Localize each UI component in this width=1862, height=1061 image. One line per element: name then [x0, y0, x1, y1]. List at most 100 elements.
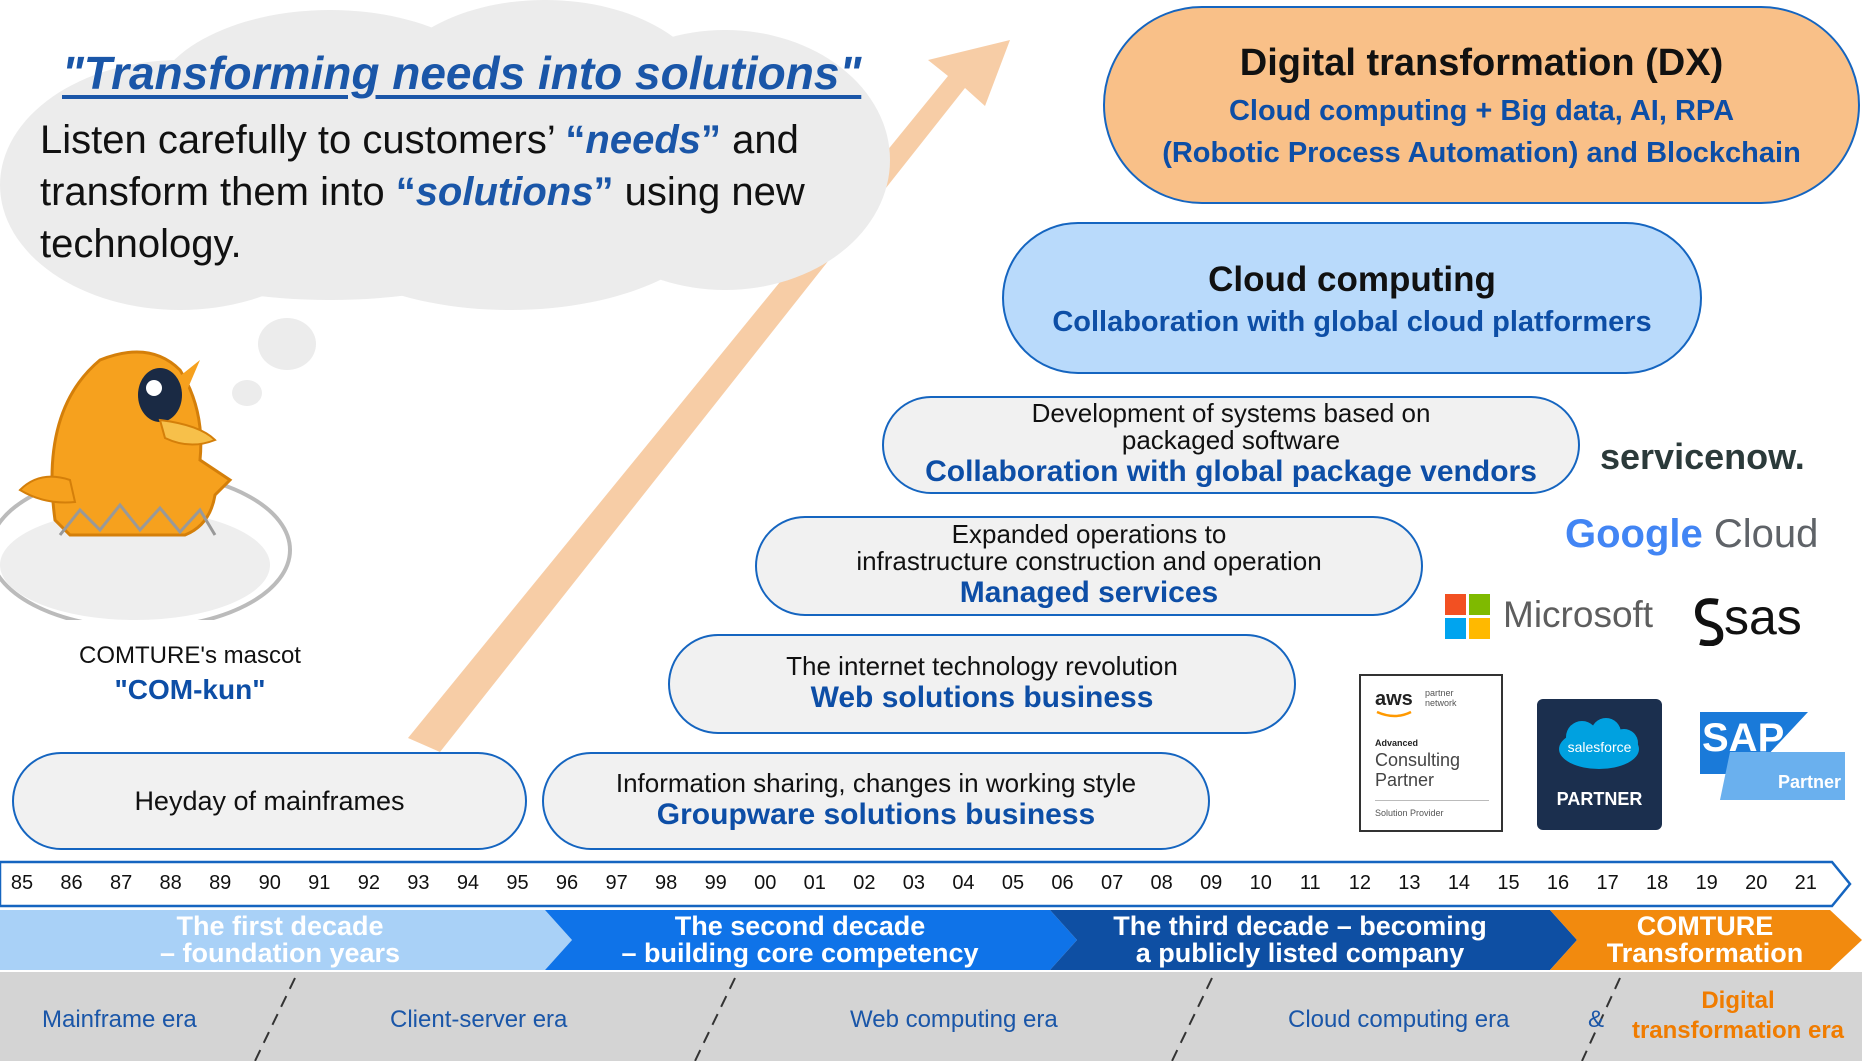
era-digital-line2: transformation era — [1631, 1017, 1845, 1044]
aws-footer: Solution Provider — [1375, 808, 1444, 818]
year-label: 92 — [357, 872, 380, 894]
stage-package: Development of systems based on packaged… — [882, 396, 1580, 494]
decade-third: The third decade – becoming a publicly l… — [1060, 910, 1540, 970]
salesforce-cloud-icon — [1559, 718, 1639, 769]
year-label: 17 — [1596, 872, 1619, 894]
year-label: 07 — [1100, 872, 1124, 894]
decade-comture-line1: COMTURE — [1636, 911, 1774, 941]
stage-mainframes: Heyday of mainframes — [12, 752, 527, 850]
year-label: 11 — [1299, 872, 1321, 894]
year-label: 01 — [803, 872, 826, 894]
microsoft-squares-icon — [1445, 594, 1490, 639]
stage-cloud: Cloud computing Collaboration with globa… — [1002, 222, 1702, 374]
era-digital: Digital transformation era — [1614, 986, 1862, 1046]
era-web: Web computing era — [850, 1006, 1058, 1033]
decade-second: The second decade – building core compet… — [580, 910, 1020, 970]
timeline-arrow — [0, 860, 1852, 908]
mascot-caption-label: COMTURE's mascot — [79, 642, 301, 669]
stage-cloud-title: Cloud computing — [1208, 260, 1496, 299]
year-label: 16 — [1546, 872, 1570, 894]
year-label: 21 — [1794, 872, 1817, 894]
decade-third-line2: a publicly listed company — [1135, 938, 1465, 968]
google-cloud-logo: Google Cloud — [1565, 512, 1818, 557]
stage-web: The internet technology revolution Web s… — [668, 634, 1296, 734]
mascot-illustration — [0, 350, 292, 620]
sap-partner-badge: SAP Partner — [1700, 712, 1845, 802]
decade-first-line1: The first decade — [176, 911, 384, 941]
mascot-name: "COM-kun" — [114, 674, 266, 705]
year-label: 96 — [555, 872, 579, 894]
salesforce-partner-badge: salesforce PARTNER — [1537, 699, 1662, 830]
year-label: 98 — [655, 872, 678, 894]
aws-network-label: network — [1425, 698, 1457, 708]
cloud-message: Listen carefully to customers’ “needs” a… — [40, 118, 805, 266]
stage-package-desc-1: Development of systems based on — [1031, 398, 1431, 428]
decade-second-line2: – building core competency — [621, 938, 979, 968]
sap-badge-shape — [1700, 712, 1845, 800]
stage-mainframes-label: Heyday of mainframes — [134, 785, 405, 816]
era-client-server: Client-server era — [390, 1006, 568, 1033]
decade-comture: COMTURE Transformation — [1570, 910, 1840, 970]
servicenow-logo: servicenow. — [1600, 436, 1805, 477]
stage-groupware-desc: Information sharing, changes in working … — [615, 767, 1137, 798]
aws-divider — [1375, 800, 1489, 801]
microsoft-logo: Microsoft — [1445, 594, 1665, 642]
year-label: 02 — [853, 872, 876, 894]
year-label: 87 — [109, 872, 133, 894]
aws-logo: aws — [1375, 688, 1413, 710]
year-label: 13 — [1398, 872, 1421, 894]
aws-partner-badge: aws partner network Advanced Consulting … — [1359, 674, 1503, 832]
dx-line-1: Cloud computing + Big data, AI, RPA — [1228, 95, 1735, 127]
era-mainframe: Mainframe era — [42, 1006, 197, 1033]
year-label: 05 — [1001, 872, 1025, 894]
year-label: 97 — [605, 872, 628, 894]
year-label: 12 — [1348, 872, 1371, 894]
stage-managed-business: Managed services — [959, 576, 1219, 609]
stage-managed-desc-2: infrastructure construction and operatio… — [856, 546, 1322, 576]
stage-web-business: Web solutions business — [810, 680, 1154, 714]
aws-partner: Partner — [1375, 770, 1435, 790]
era-row — [0, 972, 1862, 1061]
era-digital-line1: Digital — [1701, 987, 1775, 1014]
aws-level: Advanced — [1375, 738, 1419, 748]
stage-cloud-business: Collaboration with global cloud platform… — [1052, 306, 1652, 338]
dx-line-2: (Robotic Process Automation) and Blockch… — [1162, 137, 1801, 169]
sas-logo-text: sas — [1724, 589, 1802, 645]
sap-logo-text: SAP — [1702, 716, 1785, 760]
salesforce-partner-text: PARTNER — [1556, 789, 1643, 809]
decade-comture-line2: Transformation — [1606, 938, 1804, 968]
year-label: 99 — [704, 872, 727, 894]
year-label: 19 — [1695, 872, 1718, 894]
decade-third-line1: The third decade – becoming — [1113, 911, 1487, 941]
year-label: 86 — [60, 872, 83, 894]
stage-package-business: Collaboration with global package vendor… — [925, 455, 1537, 488]
era-dividers — [254, 977, 1621, 1061]
google-cloud-logo-a: Google — [1565, 512, 1703, 556]
dx-title: Digital transformation (DX) — [1239, 42, 1724, 84]
era-cloud: Cloud computing era — [1288, 1006, 1510, 1033]
aws-partner-label: partner — [1425, 688, 1454, 698]
decade-first: The first decade – foundation years — [60, 910, 500, 970]
sap-partner-text: Partner — [1778, 772, 1842, 792]
year-label: 14 — [1447, 872, 1471, 894]
year-label: 20 — [1745, 872, 1768, 894]
decade-second-line1: The second decade — [674, 911, 926, 941]
stage-dx: Digital transformation (DX) Cloud comput… — [1103, 6, 1860, 204]
sas-logo: sas — [1692, 589, 1822, 650]
stage-package-desc-2: packaged software — [1121, 425, 1341, 455]
decade-first-line2: – foundation years — [159, 938, 401, 968]
stage-managed: Expanded operations to infrastructure co… — [755, 516, 1423, 616]
decade-bands — [0, 910, 1862, 970]
year-label: 00 — [754, 872, 777, 894]
year-label: 10 — [1249, 872, 1272, 894]
year-label: 89 — [209, 872, 232, 894]
year-label: 08 — [1150, 872, 1173, 894]
year-label: 06 — [1051, 872, 1074, 894]
year-label: 95 — [506, 872, 529, 894]
aws-smile-icon — [1376, 710, 1412, 718]
year-label: 91 — [308, 872, 331, 894]
year-label: 94 — [456, 872, 480, 894]
salesforce-logo-text: salesforce — [1567, 739, 1632, 755]
year-label: 04 — [952, 872, 975, 894]
